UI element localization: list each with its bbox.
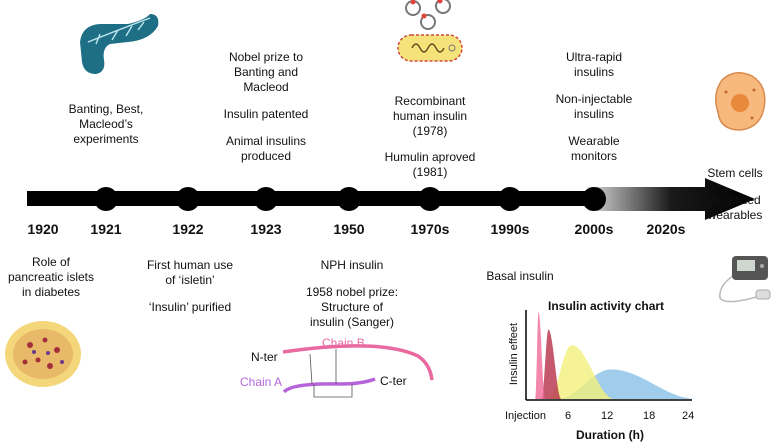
- event-line: Banting, Best,: [68, 102, 144, 116]
- pancreas-icon: [80, 14, 159, 74]
- chart-title: Insulin activity chart: [548, 299, 665, 313]
- year-label: 1922: [172, 221, 204, 237]
- activity-curve-1: [535, 312, 545, 399]
- event-line: Non-injectable: [555, 92, 633, 106]
- event-line: Macleod’s: [79, 117, 133, 131]
- event-line: insulin (Sanger): [309, 315, 395, 329]
- event-line: pancreatic islets: [7, 270, 95, 284]
- islet-cells-icon: [5, 321, 81, 387]
- year-label: 1921: [90, 221, 122, 237]
- event-line: First human use: [146, 258, 234, 272]
- node-2000s: [582, 187, 606, 211]
- chart-ylabel: Insulin effeet: [508, 322, 520, 386]
- timeline-bar: [27, 191, 597, 206]
- chart-xlabel: Duration (h): [576, 428, 644, 442]
- chart-tick: 18: [643, 410, 656, 422]
- event-line: of ‘isletin’: [165, 273, 215, 287]
- node-1950: [337, 187, 361, 211]
- event-1921: Banting, Best, Macleod’s experiments: [46, 102, 166, 147]
- event-line: (1978): [412, 124, 448, 138]
- event-line: Role of: [31, 255, 71, 269]
- year-label: 2000s: [574, 221, 614, 237]
- event-line: AI-guided: [709, 193, 761, 207]
- event-line: experiments: [73, 132, 139, 146]
- event-line: Nobel prize to: [228, 50, 304, 64]
- activity-curve-3: [548, 345, 615, 399]
- event-line: wearables: [707, 208, 763, 222]
- event-1970s: Recombinant human insulin (1978) Humulin…: [370, 94, 490, 180]
- year-label: 1990s: [490, 221, 530, 237]
- activity-curve-2: [541, 329, 562, 399]
- bacteria-plasmid-icon: [397, 0, 463, 62]
- insulin-pump-icon: [719, 256, 771, 303]
- event-line: Humulin aproved: [384, 150, 476, 164]
- event-line: monitors: [570, 149, 617, 163]
- insulin-structure: [282, 344, 434, 398]
- chain-a-line: [282, 377, 376, 394]
- event-line: Macleod: [243, 80, 289, 94]
- event-line: produced: [240, 149, 292, 163]
- event-line: Recombinant: [394, 94, 466, 108]
- c-ter-label: C-ter: [380, 374, 407, 388]
- event-1950: NPH insulin 1958 nobel prize: Structure …: [292, 258, 412, 330]
- chart-tick: 6: [565, 410, 572, 422]
- n-ter-label: N-ter: [251, 350, 278, 364]
- event-line: human insulin: [392, 109, 468, 123]
- event-1920: Role of pancreatic islets in diabetes: [0, 255, 102, 300]
- event-line: Animal insulins: [225, 134, 307, 148]
- event-line: (1981): [412, 165, 448, 179]
- year-label: 2020s: [646, 221, 686, 237]
- chart-tick: 24: [682, 410, 695, 422]
- year-label: 1920: [27, 221, 59, 237]
- event-line: Wearable: [568, 134, 620, 148]
- chain-b-label: Chain B: [322, 336, 365, 350]
- event-line: Basal insulin: [486, 269, 554, 283]
- event-line: Structure of: [320, 300, 384, 314]
- event-1922: First human use of ‘isletin’ ‘Insulin’ p…: [130, 258, 250, 315]
- event-2000s: Ultra-rapid insulins Non-injectable insu…: [534, 50, 654, 164]
- event-2020s: Stem cells AI-guided wearables: [700, 166, 770, 223]
- chain-a-label: Chain A: [240, 375, 283, 389]
- event-1923: Nobel prize to Banting and Macleod Insul…: [206, 50, 326, 164]
- event-line: 1958 nobel prize:: [305, 285, 399, 299]
- timeline-nodes: [94, 187, 606, 211]
- event-line: insulins: [573, 107, 615, 121]
- year-label: 1970s: [410, 221, 450, 237]
- node-1922: [176, 187, 200, 211]
- node-1921: [94, 187, 118, 211]
- event-line: NPH insulin: [320, 258, 384, 272]
- node-1990s: [498, 187, 522, 211]
- event-line: insulins: [573, 65, 615, 79]
- event-line: Stem cells: [707, 166, 763, 180]
- chart-tick: 12: [601, 410, 614, 422]
- chart-tick-injection: Injection: [505, 410, 546, 422]
- insulin-activity-chart: [525, 310, 697, 401]
- event-1990s: Basal insulin: [470, 269, 570, 284]
- event-line: Insulin patented: [223, 107, 309, 121]
- event-line: ‘Insulin’ purified: [148, 300, 232, 314]
- year-label: 1923: [250, 221, 282, 237]
- node-1970s: [418, 187, 442, 211]
- event-line: in diabetes: [21, 285, 81, 299]
- stem-cell-icon: [715, 72, 766, 131]
- timeline-arrow: [588, 178, 755, 220]
- node-1923: [254, 187, 278, 211]
- event-line: Banting and: [233, 65, 299, 79]
- event-line: Ultra-rapid: [565, 50, 622, 64]
- chain-b-line: [282, 344, 434, 381]
- year-label: 1950: [333, 221, 365, 237]
